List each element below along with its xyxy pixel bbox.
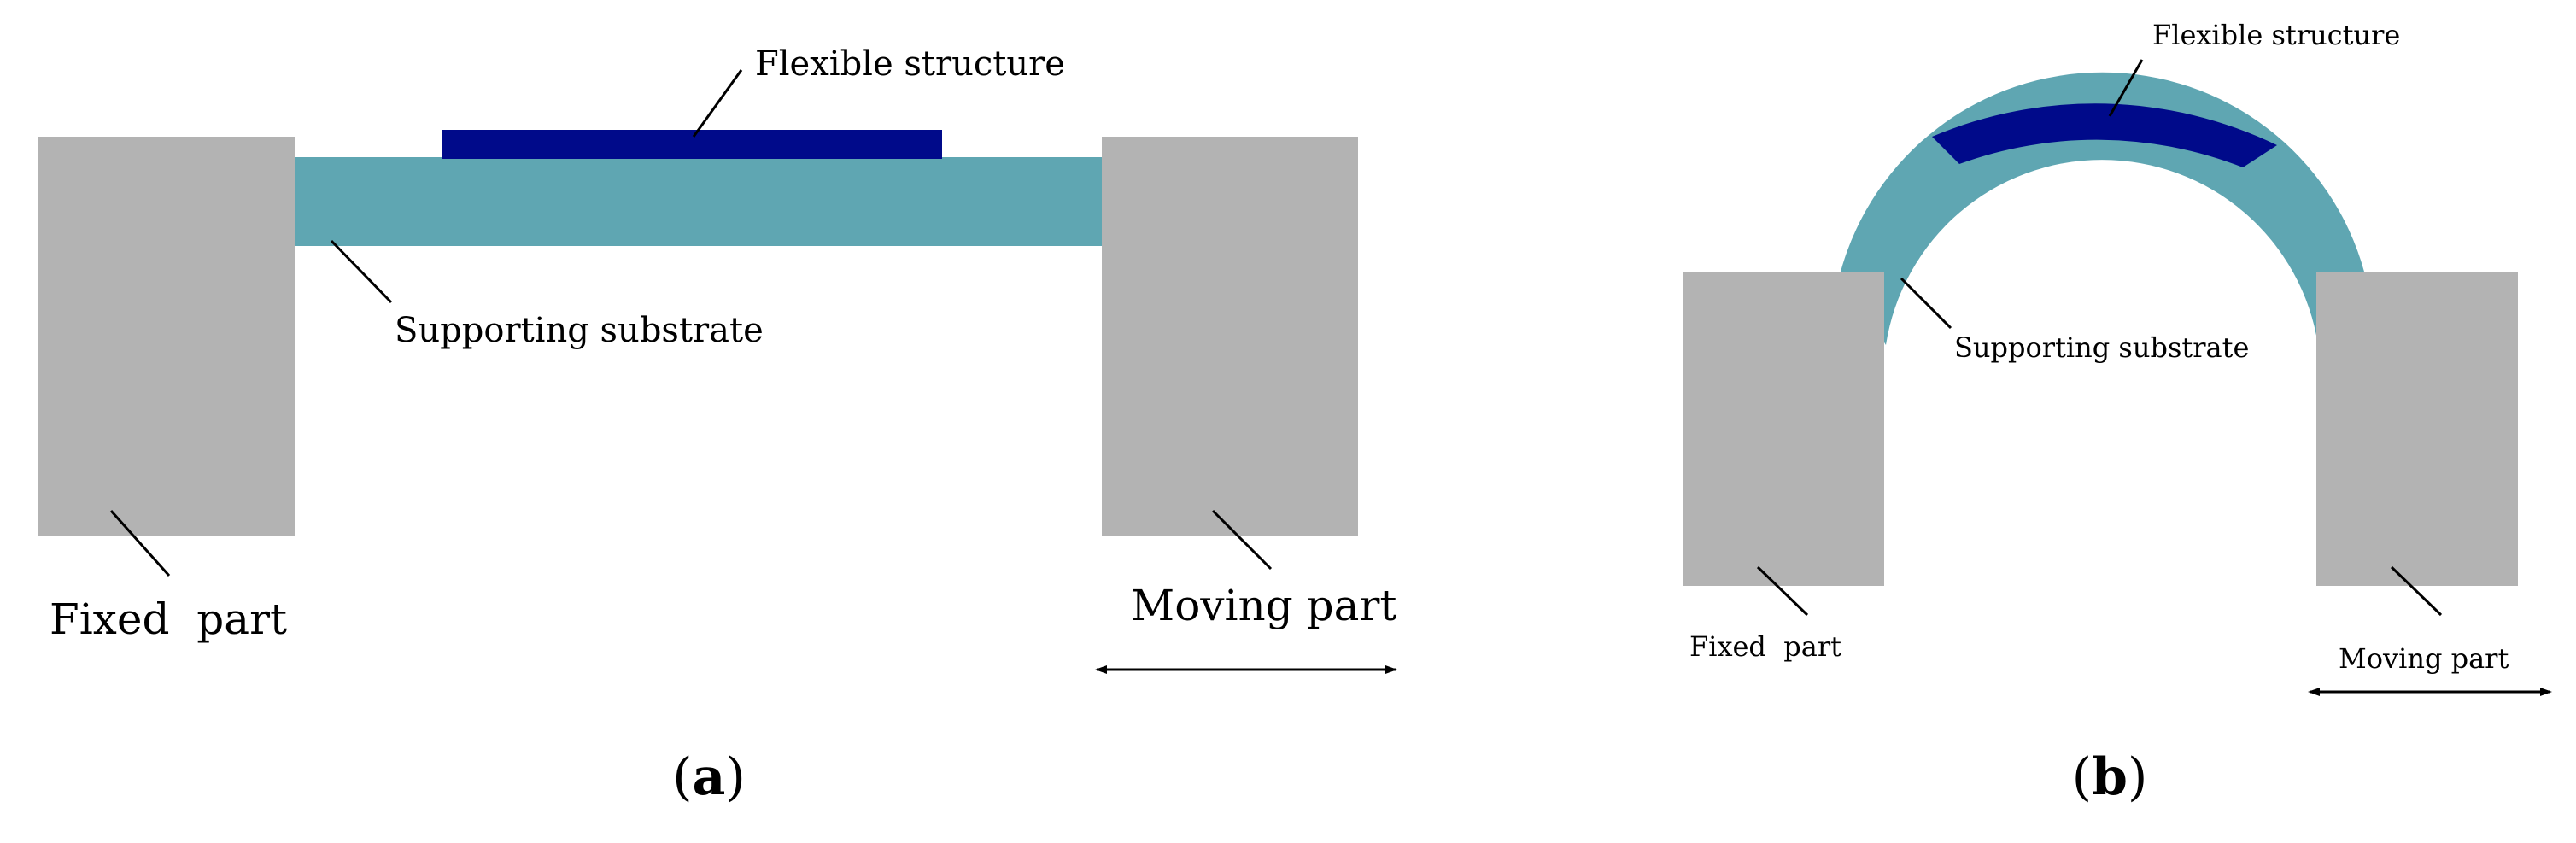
flexible-structure-leader-b (2108, 59, 2144, 117)
moving-part-block-a (1102, 137, 1358, 536)
panel-caption-letter-a: a (693, 747, 726, 807)
supporting-substrate-a (290, 157, 1102, 246)
flexible-structure-a (442, 130, 942, 159)
panel-a: Flexible structure Supporting substrate … (38, 44, 1397, 807)
fixed-part-leader-b (1756, 565, 1809, 617)
fixed-part-label-a: Fixed part (50, 594, 287, 644)
flexible-structure-label-a: Flexible structure (755, 44, 1065, 84)
fixed-part-block-b (1683, 272, 1884, 586)
moving-part-label-a: Moving part (1131, 581, 1396, 630)
supporting-substrate-label-a: Supporting substrate (395, 311, 764, 350)
panel-caption-a: (a) (672, 747, 746, 807)
supporting-substrate-leader-a (330, 239, 393, 304)
supporting-substrate-label-b: Supporting substrate (1954, 331, 2249, 364)
panel-b: Flexible structure Supporting substrate … (1683, 19, 2552, 807)
flexible-structure-leader-a (692, 69, 743, 138)
panel-caption-b: (b) (2072, 747, 2148, 807)
supporting-substrate-leader-b (1900, 277, 1952, 330)
moving-part-leader-a (1211, 509, 1273, 571)
moving-part-label-b: Moving part (2339, 642, 2509, 675)
fixed-part-label-b: Fixed part (1689, 630, 1841, 663)
moving-part-leader-b (2390, 565, 2443, 617)
flexible-structure-b (1932, 103, 2277, 167)
flexible-structure-label-b: Flexible structure (2152, 19, 2400, 51)
panel-caption-letter-b: b (2092, 747, 2128, 807)
moving-part-block-b (2316, 272, 2518, 586)
fixed-part-leader-a (109, 509, 171, 577)
fixed-part-block-a (38, 137, 295, 536)
